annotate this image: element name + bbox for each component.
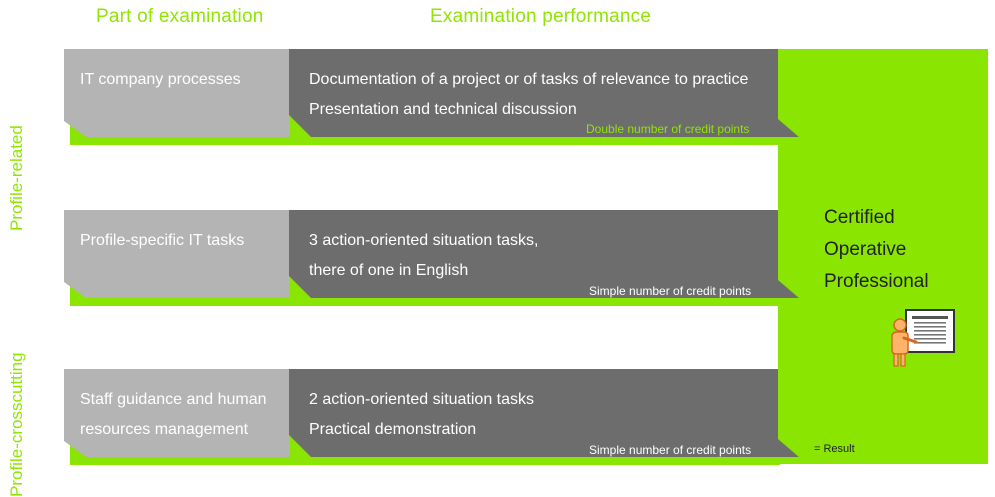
row-3-part-line-1: Staff guidance and human xyxy=(80,391,267,408)
result-panel xyxy=(778,49,988,464)
row-3-performance: 2 action-oriented situation tasks Practi… xyxy=(289,369,799,457)
row-2-performance: 3 action-oriented situation tasks, there… xyxy=(289,210,799,298)
profile-related-label: Profile-related xyxy=(7,125,26,231)
row-2-credit: Simple number of credit points xyxy=(589,284,752,298)
row-2-performance-line-1: 3 action-oriented situation tasks, xyxy=(309,232,539,249)
row-2-part: Profile-specific IT tasks xyxy=(64,210,290,298)
row-1-performance-line-1: Documentation of a project or of tasks o… xyxy=(309,71,749,88)
row-3-part: Staff guidance and human resources manag… xyxy=(64,369,290,457)
row-2-part-text: Profile-specific IT tasks xyxy=(80,232,245,249)
row-1-part: IT company processes xyxy=(64,49,290,137)
row-3-performance-line-2: Practical demonstration xyxy=(309,421,477,438)
row-1-part-text: IT company processes xyxy=(80,71,241,88)
examination-performance-header: Examination performance xyxy=(430,6,652,27)
profile-crosscutting-label: Profile-crosscutting xyxy=(7,352,26,497)
result-title-line-2: Operative xyxy=(824,239,907,260)
certificate-person-icon xyxy=(891,309,955,367)
result-title-line-1: Certified xyxy=(824,207,895,228)
row-3-performance-line-1: 2 action-oriented situation tasks xyxy=(309,391,535,408)
row-3-credit: Simple number of credit points xyxy=(589,443,752,457)
row-1-performance: Documentation of a project or of tasks o… xyxy=(289,49,799,137)
result-title: Certified Operative Professional xyxy=(824,202,929,298)
row-1-performance-line-2: Presentation and technical discussion xyxy=(309,101,577,118)
result-title-line-3: Professional xyxy=(824,271,929,292)
row-3-part-line-2: resources management xyxy=(80,421,249,438)
part-of-examination-header: Part of examination xyxy=(96,6,264,27)
result-note: = Result xyxy=(814,443,855,455)
row-2-performance-line-2: there of one in English xyxy=(309,262,469,279)
row-1-credit: Double number of credit points xyxy=(586,122,750,136)
